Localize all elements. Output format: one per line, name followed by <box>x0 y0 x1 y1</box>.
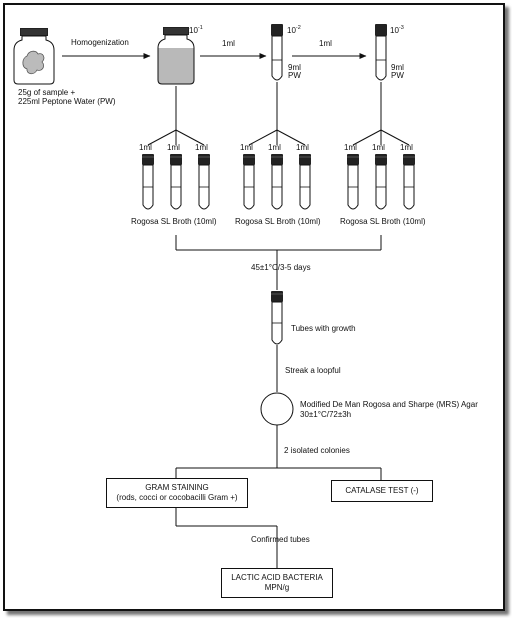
catalase-test-box: CATALASE TEST (-) <box>331 480 433 502</box>
dilution-tube-icon <box>271 24 283 81</box>
gram-staining-title: GRAM STAINING <box>145 483 209 492</box>
homogenization-label: Homogenization <box>71 38 129 47</box>
dilution-tube-icon <box>375 24 387 81</box>
tube-volume-label: 1ml <box>268 143 281 152</box>
dilution-label: 10-1 <box>189 25 203 35</box>
tube-volume-label: 1ml <box>167 143 180 152</box>
growth-label: Tubes with growth <box>291 324 356 333</box>
gram-staining-detail: (rods, cocci or cocobacilli Gram +) <box>116 493 238 502</box>
dilution-jar-icon <box>157 27 195 85</box>
broth-tube-icon <box>271 154 283 210</box>
tube-volume-label: 1ml <box>372 143 385 152</box>
confirmed-label: Confirmed tubes <box>251 535 310 544</box>
catalase-test-label: CATALASE TEST (-) <box>345 486 419 495</box>
broth-label: Rogosa SL Broth (10ml) <box>340 217 426 226</box>
transfer-label: 1ml <box>319 39 332 48</box>
broth-tube-icon <box>347 154 359 210</box>
tube-volume-label: 1ml <box>344 143 357 152</box>
dilution-label: 10-3 <box>390 25 404 35</box>
pw-label: PW <box>288 71 301 80</box>
growth-tube-icon <box>271 291 283 345</box>
incubation-label: 45±1°C/3-5 days <box>251 263 311 272</box>
tube-volume-label: 1ml <box>139 143 152 152</box>
broth-tube-icon <box>299 154 311 210</box>
pw-label: PW <box>391 71 404 80</box>
colonies-label: 2 isolated colonies <box>284 446 350 455</box>
sample-label-line2: 225ml Peptone Water (PW) <box>18 97 116 106</box>
streak-label: Streak a loopful <box>285 366 341 375</box>
broth-label: Rogosa SL Broth (10ml) <box>131 217 217 226</box>
sample-bottle-icon <box>13 28 55 85</box>
diagram-frame <box>3 3 505 611</box>
broth-tube-icon <box>198 154 210 210</box>
pw-volume-label: 9ml <box>391 63 404 72</box>
tube-volume-label: 1ml <box>240 143 253 152</box>
result-unit: MPN/g <box>264 583 290 592</box>
dilution-label: 10-2 <box>287 25 301 35</box>
agar-label-line1: Modified De Man Rogosa and Sharpe (MRS) … <box>300 400 478 409</box>
broth-tube-icon <box>403 154 415 210</box>
tube-volume-label: 1ml <box>296 143 309 152</box>
gram-staining-box: GRAM STAINING (rods, cocci or cocobacill… <box>106 478 248 508</box>
tube-volume-label: 1ml <box>400 143 413 152</box>
transfer-label: 1ml <box>222 39 235 48</box>
broth-tube-icon <box>243 154 255 210</box>
sample-label-line1: 25g of sample + <box>18 88 76 97</box>
result-title: LACTIC ACID BACTERIA <box>231 573 323 582</box>
result-box: LACTIC ACID BACTERIA MPN/g <box>221 568 333 598</box>
pw-volume-label: 9ml <box>288 63 301 72</box>
broth-tube-icon <box>142 154 154 210</box>
tube-volume-label: 1ml <box>195 143 208 152</box>
agar-plate-icon <box>260 392 294 426</box>
agar-label-line2: 30±1°C/72±3h <box>300 410 352 419</box>
broth-tube-icon <box>375 154 387 210</box>
broth-tube-icon <box>170 154 182 210</box>
broth-label: Rogosa SL Broth (10ml) <box>235 217 321 226</box>
